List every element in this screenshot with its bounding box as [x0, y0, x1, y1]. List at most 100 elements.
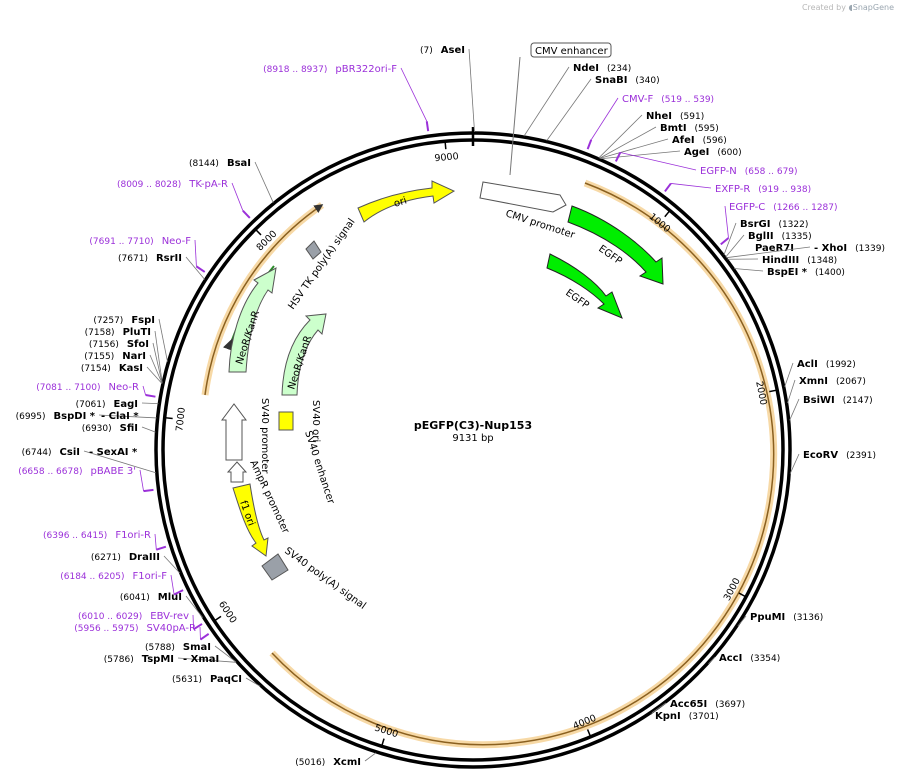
enzyme-site: XcmI(5016)	[295, 752, 377, 768]
primer-leader	[590, 97, 619, 140]
enzyme-position: (7)	[420, 46, 433, 56]
enzyme-site: TspMI(5786)	[104, 654, 237, 665]
enzyme-leader	[254, 161, 274, 203]
enzyme-position: (2067)	[836, 377, 866, 387]
enzyme-name: NheI	[646, 111, 672, 122]
primer-leader	[620, 152, 697, 171]
enzyme-leader	[245, 677, 261, 687]
feature-egfp-inner-shape	[546, 253, 623, 319]
enzyme-name: PluTI	[123, 327, 151, 338]
feature-egfp-outer-shape	[567, 205, 664, 285]
feature-label-egfp-inner: EGFP	[563, 287, 590, 311]
primer-site: TK-pA-R(8009 .. 8028)	[117, 179, 251, 219]
primer-name: Neo-R	[109, 382, 140, 393]
feature-hsv-tk-polya-shape	[305, 240, 322, 260]
primer-arrow	[193, 623, 203, 631]
primer-range: (6658 .. 6678)	[18, 467, 82, 477]
enzyme-site: Acc65I(3697)	[651, 699, 745, 714]
primer-name: EGFP-N	[700, 166, 737, 177]
enzyme-position: (3354)	[750, 654, 780, 664]
enzyme-position: (3136)	[793, 613, 823, 623]
enzyme-site: - SexAI *	[89, 447, 138, 458]
feature-label-sv40-polya: SV40 poly(A) signal	[282, 546, 367, 612]
primer-range: (5956 .. 5975)	[74, 624, 138, 634]
enzyme-site: AfeI(596)	[599, 135, 727, 159]
credit-prefix: Created by	[801, 3, 846, 12]
enzyme-name: AccI	[719, 653, 742, 664]
feature-label-cmv-enhancer: CMV enhancer	[535, 46, 609, 57]
enzyme-name: AclI	[797, 359, 818, 370]
enzyme-name: SmaI	[183, 642, 211, 653]
enzyme-position: (2147)	[843, 396, 873, 406]
primer-range: (7081 .. 7100)	[36, 383, 100, 393]
tick-mark	[213, 615, 222, 622]
enzyme-site: EcoRV(2391)	[789, 450, 876, 474]
enzyme-leader	[737, 615, 747, 627]
feature-label-sv40-ori: SV40 ori	[310, 400, 321, 442]
enzyme-site: BsaI(8144)	[189, 158, 274, 203]
primer-range: (6010 .. 6029)	[78, 612, 142, 622]
primer-arrow	[145, 394, 156, 398]
primer-arrow	[586, 139, 593, 150]
enzyme-position: (6930)	[82, 424, 112, 434]
enzyme-position: (1400)	[815, 268, 845, 278]
enzyme-site: AccI (3354)	[708, 653, 780, 665]
primer-site: EBV-rev(6010 .. 6029)	[78, 611, 203, 631]
primer-leader	[142, 385, 146, 396]
enzyme-leader	[146, 366, 163, 384]
enzyme-name: AgeI	[684, 147, 709, 158]
enzyme-leader	[177, 657, 237, 663]
primer-arrow	[720, 237, 730, 246]
enzyme-name: NdeI	[573, 63, 599, 74]
enzyme-leader	[599, 138, 669, 159]
enzyme-position: (5788)	[145, 643, 175, 653]
primer-range: (6184 .. 6205)	[60, 572, 124, 582]
enzyme-leader	[523, 66, 570, 137]
enzyme-position: (6041)	[120, 593, 150, 603]
enzyme-leader	[734, 268, 764, 272]
enzyme-position: (7158)	[85, 328, 115, 338]
primer-range: (6396 .. 6415)	[43, 531, 107, 541]
enzyme-position: (1322)	[778, 220, 808, 230]
primer-site: EGFP-N(658 .. 679)	[614, 152, 798, 177]
tick-mark	[444, 141, 447, 150]
primer-arrow	[143, 488, 154, 493]
feature-f1-ori-shape	[232, 483, 269, 557]
enzyme-name: NarI	[122, 351, 146, 362]
enzyme-name: SfiI	[120, 423, 138, 434]
enzyme-site: BsrGI (1322)	[723, 219, 808, 255]
enzyme-site: PpuMI(3136)	[737, 612, 823, 627]
enzyme-name: Acc65I	[670, 699, 707, 710]
enzyme-leader	[98, 414, 157, 419]
tick-mark	[664, 210, 671, 218]
enzyme-leader	[152, 342, 163, 384]
primer-site: pBABE 3'(6658 .. 6678)	[18, 466, 154, 493]
enzyme-leader	[546, 78, 592, 141]
enzyme-leader	[468, 48, 475, 133]
enzyme-site: HindIII(1348)	[727, 255, 837, 266]
tick-mark	[164, 416, 173, 420]
enzyme-position: (6271)	[91, 553, 121, 563]
primer-range: (919 .. 938)	[758, 185, 811, 195]
enzyme-leader	[789, 398, 800, 421]
enzyme-leader	[789, 453, 800, 474]
primer-leader	[154, 533, 157, 550]
enzyme-site: NdeI(234)	[523, 63, 631, 137]
enzyme-leader	[708, 656, 716, 665]
enzyme-position: (7156)	[89, 340, 119, 350]
enzyme-name: HindIII	[762, 255, 799, 266]
tick-label: 7000	[174, 407, 187, 432]
primer-arrow	[199, 633, 210, 641]
enzyme-position: (600)	[717, 148, 741, 158]
enzyme-site: PaeR7I	[755, 243, 794, 254]
backbone-outer-ring	[154, 131, 792, 769]
enzyme-name: - SexAI *	[89, 447, 138, 458]
primer-name: F1ori-F	[133, 571, 168, 582]
feature-ori-shape	[357, 180, 456, 223]
enzyme-name: BsrGI	[740, 219, 770, 230]
enzyme-position: (5016)	[295, 758, 325, 768]
created-by-credit: Created by ◖SnapGene	[802, 3, 894, 12]
tick-mark	[586, 729, 592, 738]
enzyme-name: FspI	[131, 315, 155, 326]
